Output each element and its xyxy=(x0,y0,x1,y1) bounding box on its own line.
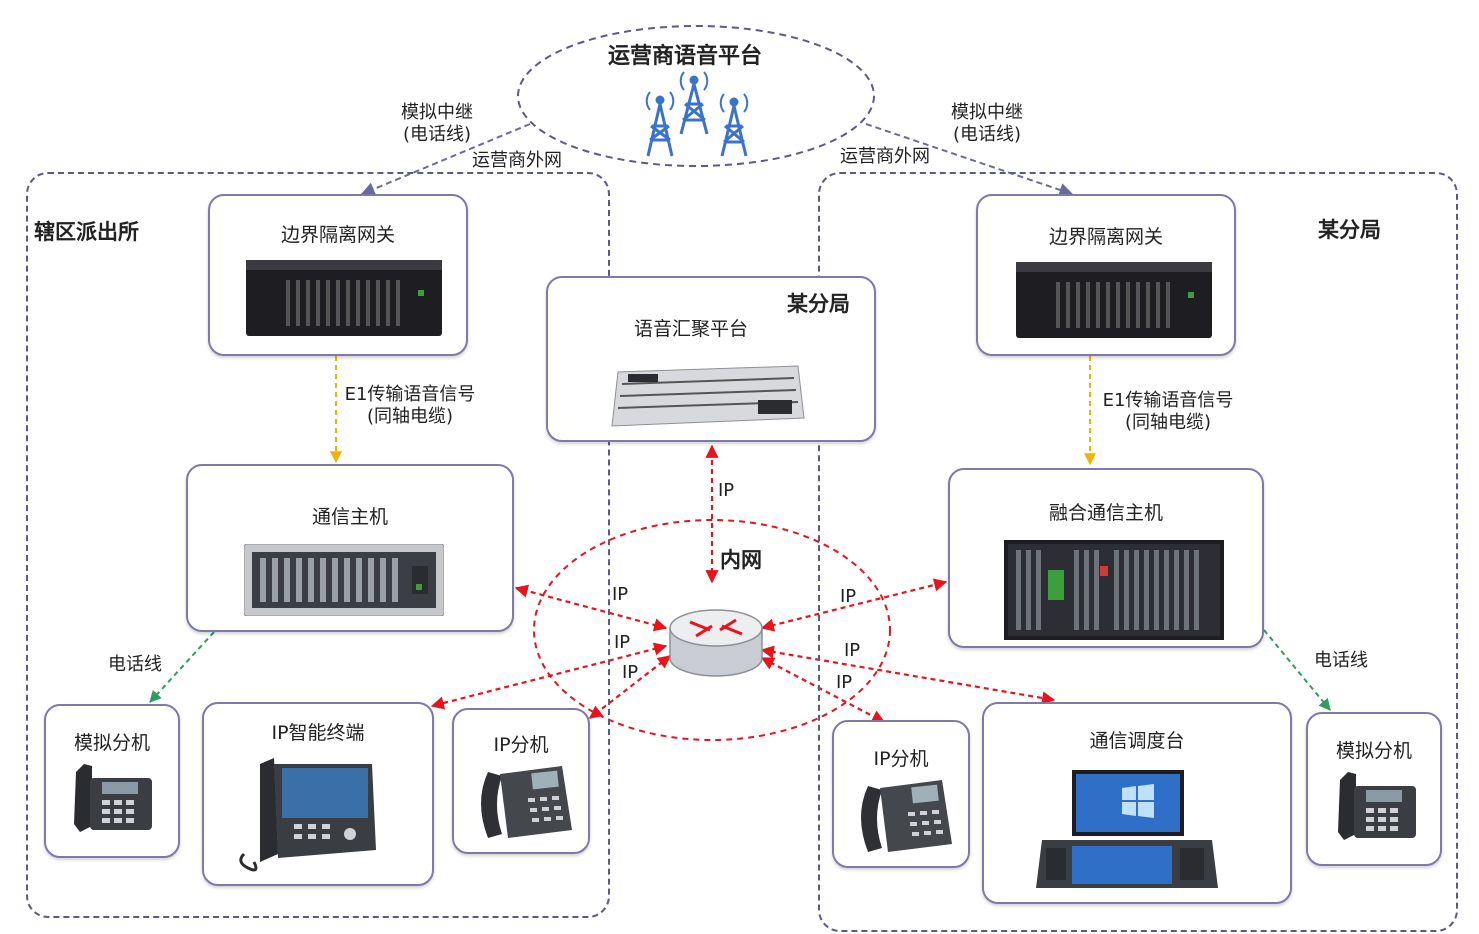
tower-icon xyxy=(645,71,749,157)
ip-label-dispatch: IP xyxy=(844,640,861,661)
left-analog-ext-label: 模拟分机 xyxy=(73,732,150,754)
left-analog-ext-box[interactable]: 模拟分机 xyxy=(44,704,180,858)
right-analog-ext-box[interactable]: 模拟分机 xyxy=(1306,712,1442,866)
left-region xyxy=(26,172,610,918)
left-host-box[interactable]: 通信主机 xyxy=(186,464,514,632)
converged-host-icon xyxy=(1004,540,1224,640)
dispatch-console-box[interactable]: 通信调度台 xyxy=(982,702,1292,904)
right-ip-ext-label: IP分机 xyxy=(873,748,929,770)
analog-phone-icon xyxy=(74,764,152,832)
left-ip-ext-box[interactable]: IP分机 xyxy=(452,708,590,854)
right-gateway-box[interactable]: 边界隔离网关 xyxy=(976,194,1236,356)
ip-link-ip-ext-left xyxy=(588,655,672,719)
left-trunk-label-line1: 模拟中继 xyxy=(401,102,473,123)
right-e1-line1: E1传输语音信号 xyxy=(1102,390,1234,411)
gateway-device-icon xyxy=(1016,262,1212,338)
right-region-title: 某分局 xyxy=(1318,218,1381,242)
ip-link-host-left xyxy=(514,584,668,632)
ip-label-ip-terminal: IP xyxy=(614,632,631,653)
ip-terminal-label: IP智能终端 xyxy=(271,722,365,744)
aggregation-platform-box[interactable]: 某分局 语音汇聚平台 xyxy=(546,276,876,442)
left-trunk-label: 模拟中继 (电话线) xyxy=(392,102,482,146)
ip-phone-icon xyxy=(481,766,572,838)
right-host-box[interactable]: 融合通信主机 xyxy=(948,468,1264,648)
ip-label-ip-ext-left: IP xyxy=(622,662,639,683)
analog-phone-icon xyxy=(1338,772,1416,840)
right-phone-line-label: 电话线 xyxy=(1314,650,1368,671)
intranet-label: 内网 xyxy=(720,548,762,572)
right-e1-line2: (同轴电缆) xyxy=(1124,412,1212,433)
left-e1-label: E1传输语音信号 (同轴电缆) xyxy=(330,384,490,428)
operator-cloud xyxy=(517,25,875,167)
gateway-device-icon xyxy=(246,260,442,336)
left-host-label: 通信主机 xyxy=(311,506,388,528)
left-trunk-label-line2: (电话线) xyxy=(402,124,472,145)
right-ip-ext-box[interactable]: IP分机 xyxy=(832,720,970,868)
ip-label-platform: IP xyxy=(718,480,735,501)
left-ip-ext-label: IP分机 xyxy=(493,734,549,756)
center-title: 某分局 xyxy=(787,292,850,316)
right-trunk-label-line1: 模拟中继 xyxy=(951,102,1023,123)
ip-link-ip-ext-right xyxy=(760,657,886,723)
ip-label-host-left: IP xyxy=(612,584,629,605)
dispatch-console-label: 通信调度台 xyxy=(1089,730,1185,752)
left-e1-line2: (同轴电缆) xyxy=(366,406,454,427)
ip-terminal-icon xyxy=(239,758,376,872)
right-region xyxy=(818,172,1458,932)
platform-title: 运营商语音平台 xyxy=(608,44,763,69)
left-phone-line-label: 电话线 xyxy=(108,654,162,675)
trunk-link-left xyxy=(360,123,531,196)
right-trunk-label-line2: (电话线) xyxy=(952,124,1022,145)
right-e1-label: E1传输语音信号 (同轴电缆) xyxy=(1088,390,1248,434)
right-gateway-label: 边界隔离网关 xyxy=(1048,226,1163,248)
router-icon xyxy=(669,609,763,677)
ip-terminal-box[interactable]: IP智能终端 xyxy=(202,702,434,886)
trunk-link-right xyxy=(865,123,1074,197)
right-host-label: 融合通信主机 xyxy=(1048,502,1163,524)
right-trunk-label: 模拟中继 (电话线) xyxy=(942,102,1032,146)
right-analog-ext-label: 模拟分机 xyxy=(1335,740,1412,762)
left-network-label: 运营商外网 xyxy=(472,150,562,171)
ip-label-ip-ext-right: IP xyxy=(836,672,853,693)
left-gateway-box[interactable]: 边界隔离网关 xyxy=(208,194,468,356)
left-e1-line1: E1传输语音信号 xyxy=(344,384,476,405)
aggregation-platform-label: 语音汇聚平台 xyxy=(633,318,748,340)
host-device-icon xyxy=(244,544,444,616)
ip-label-host-right: IP xyxy=(840,586,857,607)
right-network-label: 运营商外网 xyxy=(840,146,930,167)
left-region-title: 辖区派出所 xyxy=(34,220,139,244)
ip-link-host-right xyxy=(760,578,948,632)
ip-phone-icon xyxy=(861,780,952,852)
aggregation-device-icon xyxy=(611,365,805,427)
left-gateway-label: 边界隔离网关 xyxy=(280,224,395,246)
phone-link-left xyxy=(149,631,215,703)
dispatch-console-icon xyxy=(1036,770,1218,888)
